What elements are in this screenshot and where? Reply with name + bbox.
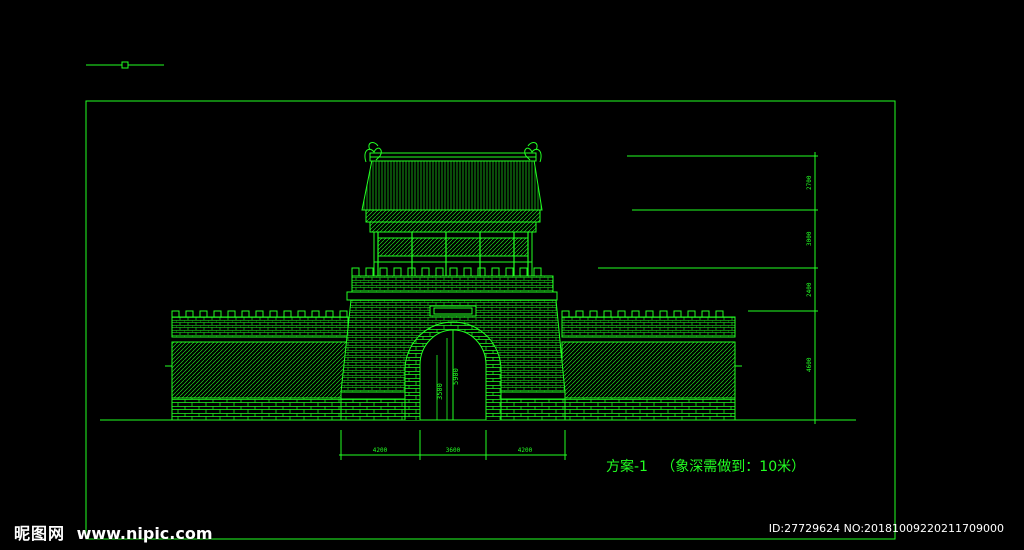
- merlon: [185, 310, 194, 318]
- merlon: [589, 310, 598, 318]
- height-dimension-chain: [598, 152, 818, 424]
- merlon: [269, 310, 278, 318]
- merlon: [283, 310, 292, 318]
- merlon: [533, 267, 542, 277]
- dim-bottom-2: 3600: [446, 447, 461, 454]
- drawing-caption: 方案-1 （象深需做到：10米）: [606, 458, 805, 475]
- merlon: [645, 310, 654, 318]
- merlon: [421, 267, 430, 277]
- dim-right-2: 3000: [806, 231, 813, 246]
- dim-right-1: 2700: [806, 175, 813, 190]
- merlon: [297, 310, 306, 318]
- merlon: [339, 310, 348, 318]
- merlon: [365, 267, 374, 277]
- merlon: [673, 310, 682, 318]
- watermark-site: 昵图网 www.nipic.com: [14, 520, 213, 544]
- ucs-marker: [86, 61, 164, 69]
- left-wall: [165, 316, 349, 421]
- merlon: [505, 267, 514, 277]
- merlon: [379, 267, 388, 277]
- merlon: [701, 310, 710, 318]
- merlon: [213, 310, 222, 318]
- merlon: [199, 310, 208, 318]
- merlon: [519, 267, 528, 277]
- pavilion-roof: [361, 152, 543, 211]
- merlon: [463, 267, 472, 277]
- merlon: [393, 267, 402, 277]
- merlon: [311, 310, 320, 318]
- watermark-site-url: www.nipic.com: [76, 524, 213, 543]
- merlon: [255, 310, 264, 318]
- watermark-site-name: 昵图网: [14, 524, 66, 543]
- merlon: [561, 310, 570, 318]
- merlon: [171, 310, 180, 318]
- merlon: [449, 267, 458, 277]
- arched-gateway: [404, 321, 502, 421]
- door-dim-height: 5900: [452, 368, 460, 385]
- merlon: [687, 310, 696, 318]
- bracket-band: [365, 209, 541, 223]
- roof-ridge-ornament-left: [364, 142, 382, 163]
- merlon: [631, 310, 640, 318]
- gate-tower-body: [340, 275, 566, 421]
- merlon: [659, 310, 668, 318]
- merlon: [351, 267, 360, 277]
- merlon: [491, 267, 500, 277]
- left-battlements: [171, 310, 348, 318]
- drawing-frame: [85, 100, 896, 540]
- roof-ridge-ornament-right: [524, 142, 542, 163]
- merlon: [435, 267, 444, 277]
- dim-right-3: 2400: [806, 282, 813, 297]
- merlon: [477, 267, 486, 277]
- merlon: [241, 310, 250, 318]
- merlon: [715, 310, 724, 318]
- width-dimension-chain: [339, 430, 567, 460]
- door-dimension-lines: [436, 338, 448, 420]
- merlon: [617, 310, 626, 318]
- watermark-image-id: ID:27729624 NO:20181009220211709000: [768, 522, 1004, 535]
- dim-right-4: 4600: [806, 357, 813, 372]
- right-battlements: [561, 310, 724, 318]
- right-wall: [561, 316, 742, 421]
- merlon: [603, 310, 612, 318]
- merlon: [325, 310, 334, 318]
- merlon: [227, 310, 236, 318]
- door-dim-width: 3500: [436, 383, 444, 400]
- dim-bottom-3: 4200: [518, 447, 533, 454]
- pavilion-posts: [377, 232, 529, 276]
- dim-bottom-1: 4200: [373, 447, 388, 454]
- merlon: [575, 310, 584, 318]
